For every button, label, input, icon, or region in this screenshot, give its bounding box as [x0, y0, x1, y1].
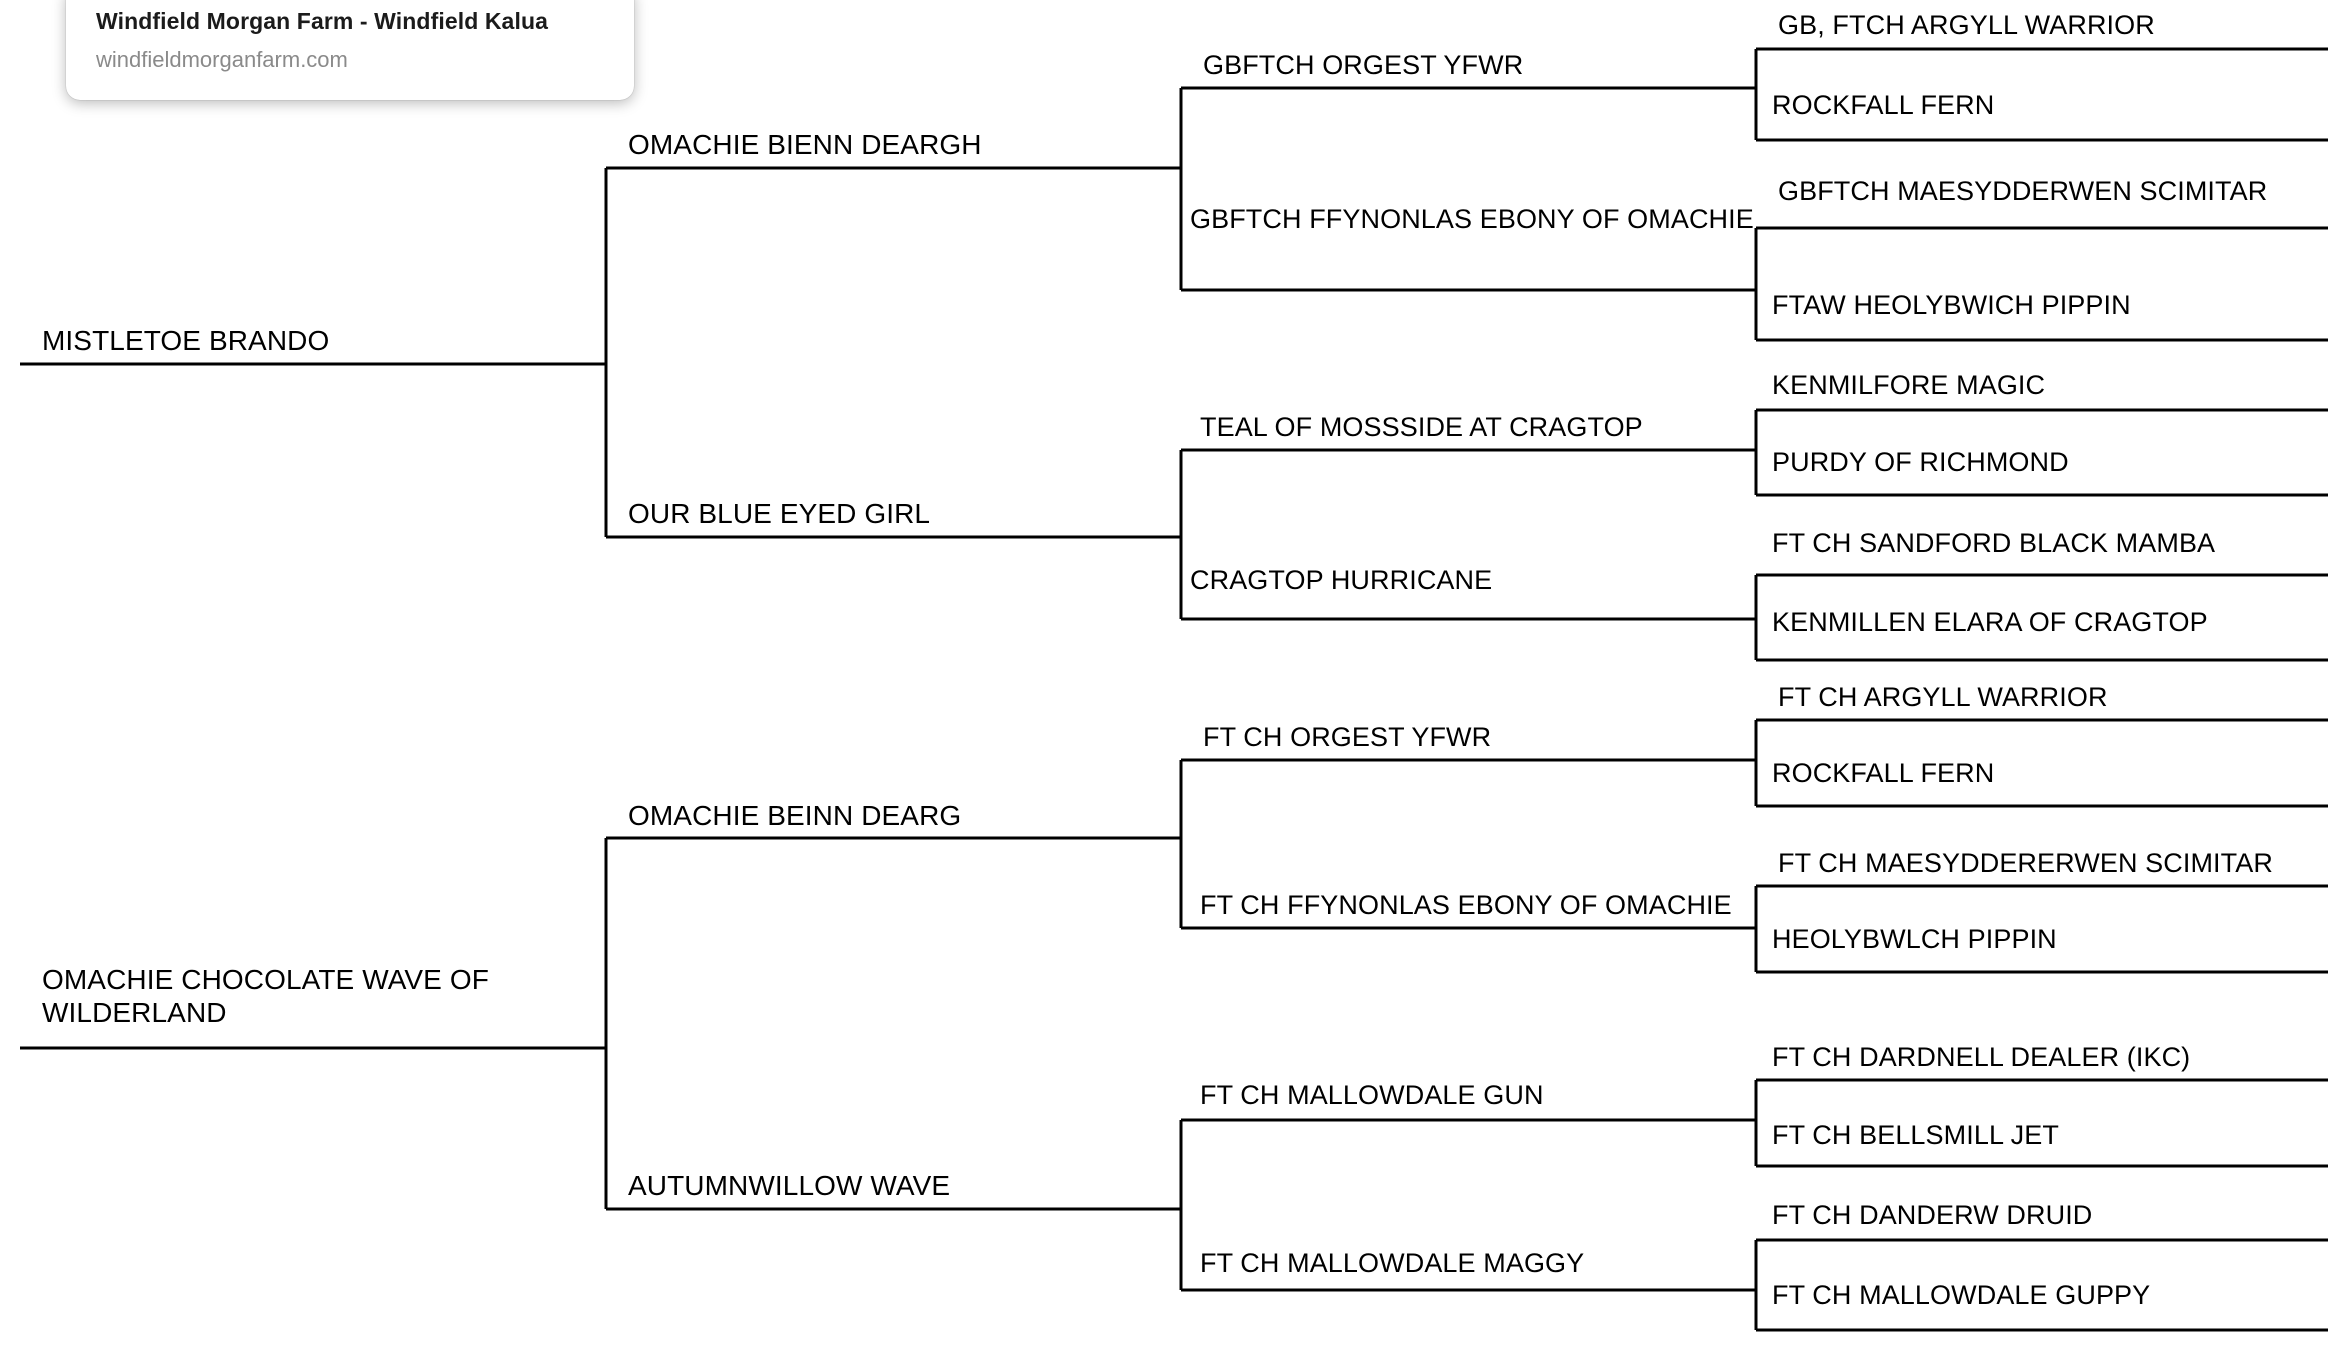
pedigree-node-gen3-7: FT CH MALLOWDALE GUN [1200, 1080, 1544, 1110]
pedigree-node-gen3-5: FT CH ORGEST YFWR [1203, 722, 1492, 752]
pedigree-node-gen4-10: ROCKFALL FERN [1772, 758, 1995, 788]
pedigree-node-gen2-dam-1: OUR BLUE EYED GIRL [628, 498, 931, 529]
pedigree-node-gen4-15: FT CH DANDERW DRUID [1772, 1200, 2093, 1230]
pedigree-node-gen4-5: KENMILFORE MAGIC [1772, 370, 2046, 400]
pedigree-node-gen4-13: FT CH DARDNELL DEALER (IKC) [1772, 1042, 2191, 1072]
link-preview-title: Windfield Morgan Farm - Windfield Kalua [96, 8, 548, 34]
pedigree-node-gen4-4: FTAW HEOLYBWICH PIPPIN [1772, 290, 2131, 320]
pedigree-node-gen4-2: ROCKFALL FERN [1772, 90, 1995, 120]
pedigree-node-gen3-6: FT CH FFYNONLAS EBONY OF OMACHIE [1200, 890, 1732, 920]
pedigree-node-gen4-7: FT CH SANDFORD BLACK MAMBA [1772, 528, 2216, 558]
link-preview-card: Windfield Morgan Farm - Windfield Kalua … [66, 0, 634, 101]
pedigree-node-gen4-12: HEOLYBWLCH PIPPIN [1772, 924, 2057, 954]
pedigree-node-gen4-3: GBFTCH MAESYDDERWEN SCIMITAR [1778, 176, 2268, 206]
pedigree-node-gen4-8: KENMILLEN ELARA OF CRAGTOP [1772, 607, 2208, 637]
pedigree-node-gen4-6: PURDY OF RICHMOND [1772, 447, 2069, 477]
pedigree-node-gen3-4: CRAGTOP HURRICANE [1190, 565, 1493, 595]
pedigree-node-subject-1: MISTLETOE BRANDO [42, 325, 330, 356]
pedigree-node-gen2-dam-2: AUTUMNWILLOW WAVE [628, 1170, 951, 1201]
pedigree-node-gen4-11: FT CH MAESYDDERERWEN SCIMITAR [1778, 848, 2273, 878]
pedigree-node-gen4-9: FT CH ARGYLL WARRIOR [1778, 682, 2108, 712]
pedigree-node-gen3-8: FT CH MALLOWDALE MAGGY [1200, 1248, 1585, 1278]
pedigree-node-gen2-sire-1: OMACHIE BIENN DEARGH [628, 129, 982, 160]
pedigree-node-gen3-3: TEAL OF MOSSSIDE AT CRAGTOP [1200, 412, 1643, 442]
pedigree-node-gen4-1: GB, FTCH ARGYLL WARRIOR [1778, 10, 2155, 40]
pedigree-node-subject-2: OMACHIE CHOCOLATE WAVE OF WILDERLAND [42, 964, 489, 1028]
pedigree-node-gen2-sire-2: OMACHIE BEINN DEARG [628, 800, 962, 831]
pedigree-node-gen3-1: GBFTCH ORGEST YFWR [1203, 50, 1524, 80]
pedigree-node-gen4-16: FT CH MALLOWDALE GUPPY [1772, 1280, 2151, 1310]
pedigree-node-gen4-14: FT CH BELLSMILL JET [1772, 1120, 2059, 1150]
pedigree-node-gen3-2: GBFTCH FFYNONLAS EBONY OF OMACHIE [1190, 204, 1754, 234]
link-preview-url: windfieldmorganfarm.com [96, 46, 348, 72]
